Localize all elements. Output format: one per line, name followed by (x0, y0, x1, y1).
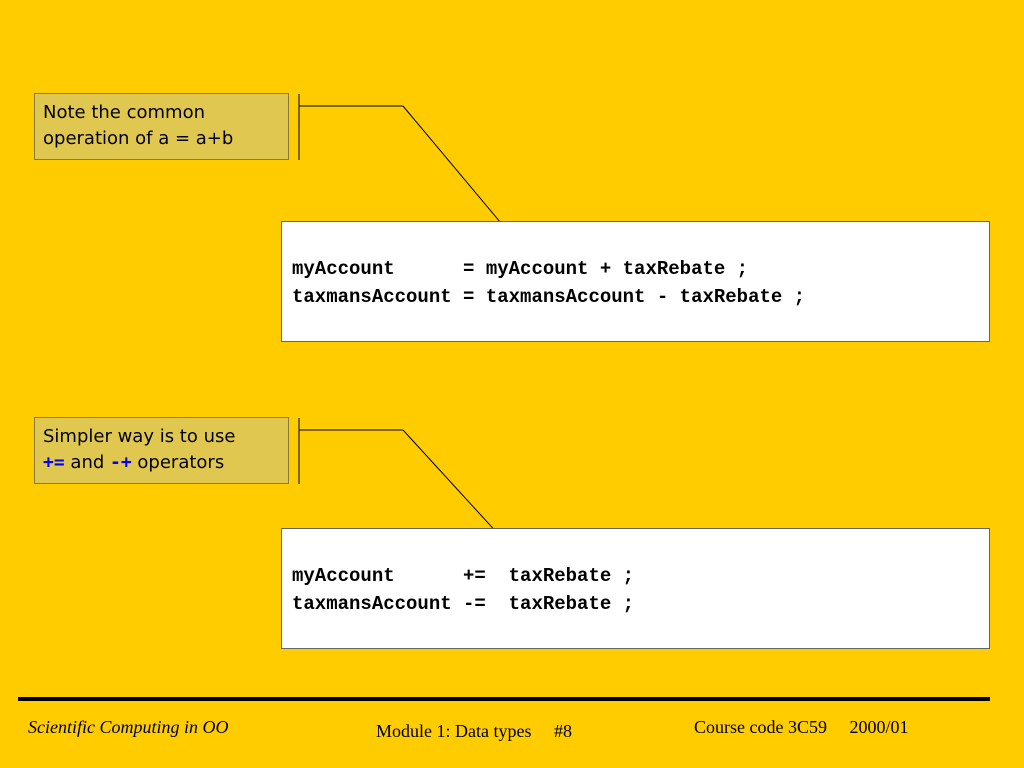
code-block-explicit-assignment: myAccount = myAccount + taxRebate ; taxm… (281, 221, 990, 342)
code-line: myAccount = myAccount + taxRebate ; (292, 258, 749, 280)
callout-text: operators (131, 452, 225, 473)
note-callout-common-operation: Note the common operation of a = a+b (34, 93, 289, 160)
callout-line: Simpler way is to use (43, 426, 236, 447)
callout-text: and (64, 452, 110, 473)
footer-module-slide: Module 1: Data types #8 (376, 721, 572, 741)
code-block-compound-assignment: myAccount += taxRebate ; taxmansAccount … (281, 528, 990, 649)
footer-divider (18, 697, 990, 701)
code-line: myAccount += taxRebate ; (292, 565, 635, 587)
operator-plus-equals: += (43, 452, 65, 473)
callout-line: Note the common (43, 102, 205, 123)
callout-line: += and -+ operators (43, 450, 280, 476)
footer-course-title: Scientific Computing in OO (28, 717, 229, 737)
note-callout-compound-operators: Simpler way is to use += and -+ operator… (34, 417, 289, 484)
code-line: taxmansAccount -= taxRebate ; (292, 593, 635, 615)
code-line: taxmansAccount = taxmansAccount - taxReb… (292, 286, 806, 308)
operator-minus-plus: -+ (110, 452, 132, 473)
footer-course-code: Course code 3C59 2000/01 (694, 717, 909, 737)
callout-line: operation of a = a+b (43, 128, 234, 149)
